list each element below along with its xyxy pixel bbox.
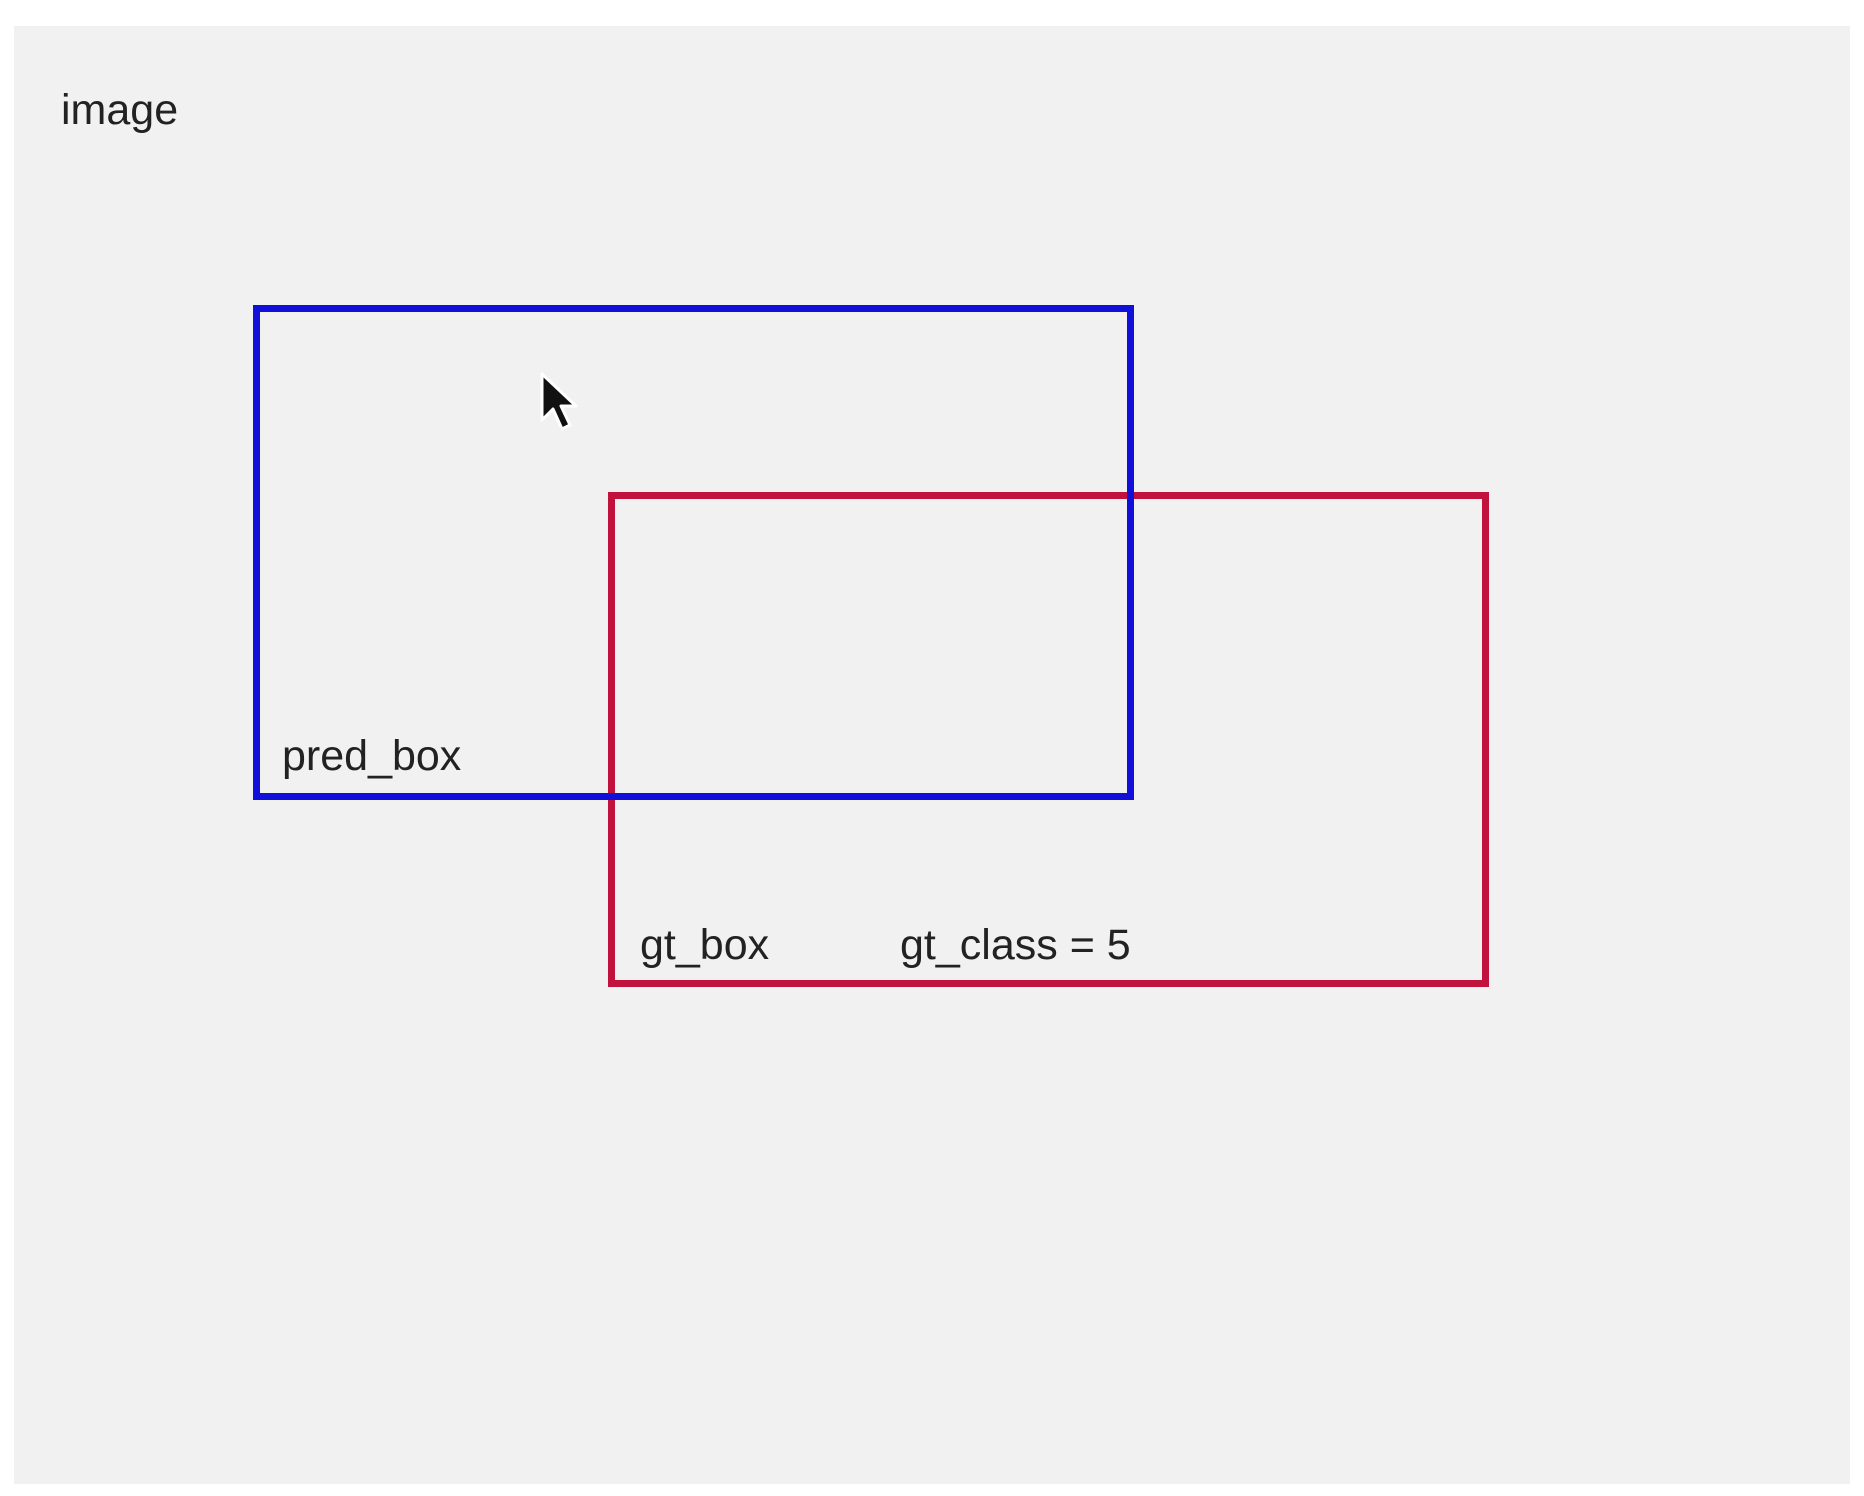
image-label: image: [61, 86, 179, 134]
pred-box: [253, 305, 1134, 800]
pred-box-label: pred_box: [282, 732, 462, 780]
mouse-pointer-icon: [540, 372, 578, 431]
gt-box: [608, 492, 1489, 987]
gt-class-label: gt_class = 5: [900, 921, 1131, 969]
image-canvas: image pred_box gt_box gt_class = 5: [14, 26, 1850, 1484]
gt-box-label: gt_box: [640, 921, 770, 969]
